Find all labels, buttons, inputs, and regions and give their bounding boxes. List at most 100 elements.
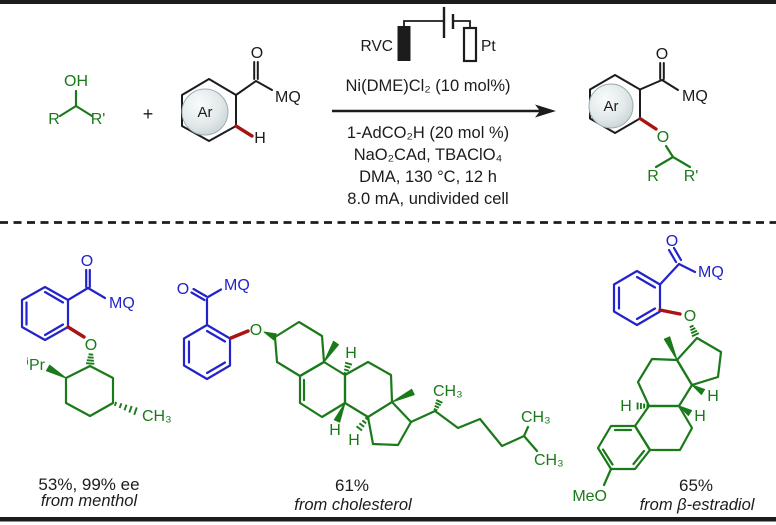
arrow-head: [535, 104, 556, 118]
source-label: from β-estradiol: [640, 496, 756, 514]
r-prime-group-label: R': [91, 111, 106, 128]
source-label: from cholesterol: [294, 496, 413, 514]
h-stereo-label: H: [694, 408, 706, 425]
menthol-ring: [64, 364, 115, 418]
alcohol-substrate: OH R R': [48, 73, 105, 128]
meo-label: MeO: [572, 488, 607, 505]
ch3-label-c26: CH₃: [521, 409, 551, 426]
mq-label: MQ: [109, 295, 135, 312]
product-structure: Ar O MQ O R R': [588, 46, 708, 185]
wedge-methyl-c10: [323, 340, 339, 363]
hashed-bond-c20-ch3: [433, 399, 443, 412]
reaction-arrow: [332, 104, 556, 118]
carbonyl-bonds: [190, 287, 223, 327]
wedge-bond-ipr: [45, 364, 67, 379]
r-group-label: R: [48, 111, 60, 128]
ether-o-label: O: [657, 129, 669, 146]
example-menthol: O MQ O ⁱPr CH₃ 53%, 99% ee from menthol: [20, 253, 172, 510]
ar-circle: [588, 83, 634, 129]
hashed-bond-c9-h: [343, 361, 353, 375]
yield-label: 53%, 99% ee: [38, 475, 139, 494]
carbonyl-bonds: [639, 62, 679, 91]
h-stereo-label: H: [345, 345, 357, 362]
ch3-label: CH₃: [142, 408, 172, 425]
wedge-methyl-c13: [391, 388, 415, 403]
aromatic-inner-bonds: [187, 329, 227, 375]
example-cholesterol: O MQ O H H H CH₃ CH₃ CH₃ 61% from choles…: [177, 277, 564, 514]
carbonyl-bonds: [235, 61, 273, 96]
h-stereo-label: H: [329, 422, 341, 439]
aromatic-inner-bonds: [601, 428, 646, 466]
mq-label: MQ: [224, 277, 250, 294]
carbonyl-o-label: O: [656, 46, 668, 63]
hashed-bond-c14-h: [355, 416, 369, 432]
conditions-line-1: 1-AdCO₂H (20 mol %): [347, 124, 509, 142]
benzene-ring: [182, 323, 232, 381]
ether-o-label: O: [250, 322, 262, 339]
reaction-conditions: 1-AdCO₂H (20 mol %) NaO₂CAd, TBAClO₄ DMA…: [347, 124, 509, 208]
battery-symbol: [442, 7, 455, 38]
cell-wires: [403, 20, 471, 28]
wedge-bond-c14-h: [691, 384, 706, 395]
hashed-bond-o-c17: [689, 324, 700, 338]
mq-label: MQ: [275, 89, 301, 106]
h-stereo-label: H: [707, 388, 719, 405]
ar-circle: [181, 88, 229, 136]
ch-h-label: H: [254, 130, 266, 147]
aryl-ketone-substrate: Ar O MQ H: [181, 45, 301, 147]
side-chain-bonds: [409, 409, 539, 453]
carbonyl-o-label: O: [251, 45, 263, 62]
ar-label: Ar: [604, 98, 619, 115]
ring-b: [633, 404, 694, 452]
ch3-label-c27: CH₃: [534, 452, 564, 469]
benzene-ring: [20, 285, 70, 342]
carbonyl-o-label: O: [81, 253, 93, 270]
yield-label: 65%: [679, 476, 713, 495]
ether-o-label: O: [85, 337, 97, 354]
hashed-bond-ch3: [113, 401, 138, 416]
aromatic-inner-bonds: [25, 290, 65, 337]
ring-c: [343, 360, 394, 419]
ring-a: [273, 320, 326, 378]
yield-label: 61%: [335, 476, 369, 495]
methoxy-bond: [602, 467, 613, 487]
carbonyl-bonds: [658, 246, 697, 286]
source-label: from menthol: [41, 492, 139, 510]
steroid-skeleton: H H H CH₃ CH₃ CH₃: [273, 320, 564, 469]
ring-b: [298, 360, 347, 419]
r-group-label: R: [647, 168, 659, 185]
steroid-skeleton: H H H MeO: [572, 336, 723, 505]
ether-bond-red: [66, 325, 86, 339]
hashed-bond-c9-h: [636, 402, 649, 410]
wedge-methyl-c13: [663, 336, 678, 361]
catalyst-line: Ni(DME)Cl₂ (10 mol%): [346, 77, 511, 95]
mq-label: MQ: [698, 264, 724, 281]
ipr-label: ⁱPr: [26, 357, 46, 374]
ring-c: [636, 357, 694, 408]
ring-a-aromatic: [596, 424, 652, 471]
carbonyl-bonds: [66, 268, 107, 302]
h-stereo-label: H: [348, 432, 360, 449]
ar-label: Ar: [198, 104, 213, 121]
carbonyl-o-label: O: [666, 233, 678, 250]
benzene-ring: [612, 269, 662, 327]
rvc-electrode: [397, 26, 411, 61]
electrochemical-cell: RVC Pt: [361, 7, 496, 63]
wedge-bond-c8-h: [333, 402, 346, 423]
mq-label: MQ: [682, 88, 708, 105]
r-prime-group-label: R': [684, 168, 699, 185]
conditions-line-4: 8.0 mA, undivided cell: [347, 190, 508, 208]
carbonyl-o-label: O: [177, 281, 189, 298]
hydroxyl-label: OH: [64, 73, 88, 90]
cathode-label: Pt: [481, 38, 496, 55]
ether-carbon-bonds: [654, 144, 692, 169]
aromatic-inner-bonds: [617, 275, 657, 321]
ch-bond-red: [234, 124, 254, 138]
bottom-border-rule: [0, 517, 776, 522]
ether-bond-red: [658, 308, 682, 316]
ether-bond-red: [638, 116, 658, 131]
anode-label: RVC: [361, 38, 393, 55]
bond: [58, 89, 94, 118]
conditions-line-2: NaO₂CAd, TBAClO₄: [354, 146, 503, 164]
